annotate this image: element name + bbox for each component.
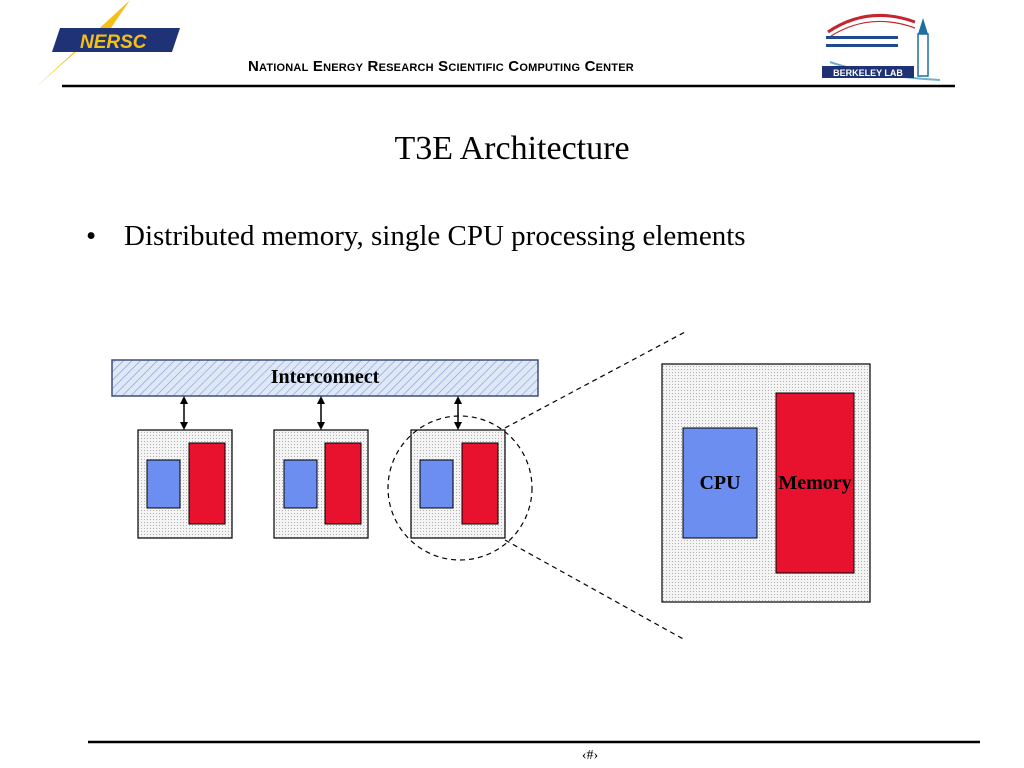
- berkeley-lab-logo-text: BERKELEY LAB: [833, 68, 903, 78]
- zoom-line-top: [504, 331, 686, 429]
- cpu-label: CPU: [699, 472, 741, 494]
- berkeley-lab-logo: BERKELEY LAB: [822, 13, 941, 81]
- cpu-block: [419, 459, 454, 509]
- interconnect-label: Interconnect: [270, 366, 380, 388]
- page-number: ‹#›: [581, 748, 599, 763]
- bullet-dot: •: [86, 220, 97, 252]
- memory-block: [461, 442, 499, 525]
- tower-icon: [917, 33, 929, 77]
- slide-title: T3E Architecture: [394, 130, 630, 167]
- cpu-block: [283, 459, 318, 509]
- interconnect-bar: [111, 359, 539, 397]
- processing-element-1: [137, 429, 233, 539]
- cpu-block: [146, 459, 181, 509]
- header-org-name: National Energy Research Scientific Comp…: [248, 58, 634, 75]
- memory-block: [188, 442, 226, 525]
- zoom-circle: [387, 415, 533, 561]
- bullet-text: Distributed memory, single CPU processin…: [124, 220, 746, 252]
- memory-block: [324, 442, 362, 525]
- processing-element-2: [273, 429, 369, 539]
- memory-label: Memory: [778, 472, 852, 494]
- memory-block-detail: [775, 392, 855, 574]
- zoom-line-bottom: [504, 539, 686, 641]
- interconnect-links: [180, 396, 462, 430]
- cpu-block-detail: [682, 427, 758, 539]
- bullet-item: • Distributed memory, single CPU processi…: [86, 220, 746, 253]
- nersc-logo-text: NERSC: [80, 32, 147, 53]
- processing-element-detail: [661, 363, 871, 603]
- processing-element-3: [410, 429, 506, 539]
- nersc-logo: NERSC: [35, 0, 180, 88]
